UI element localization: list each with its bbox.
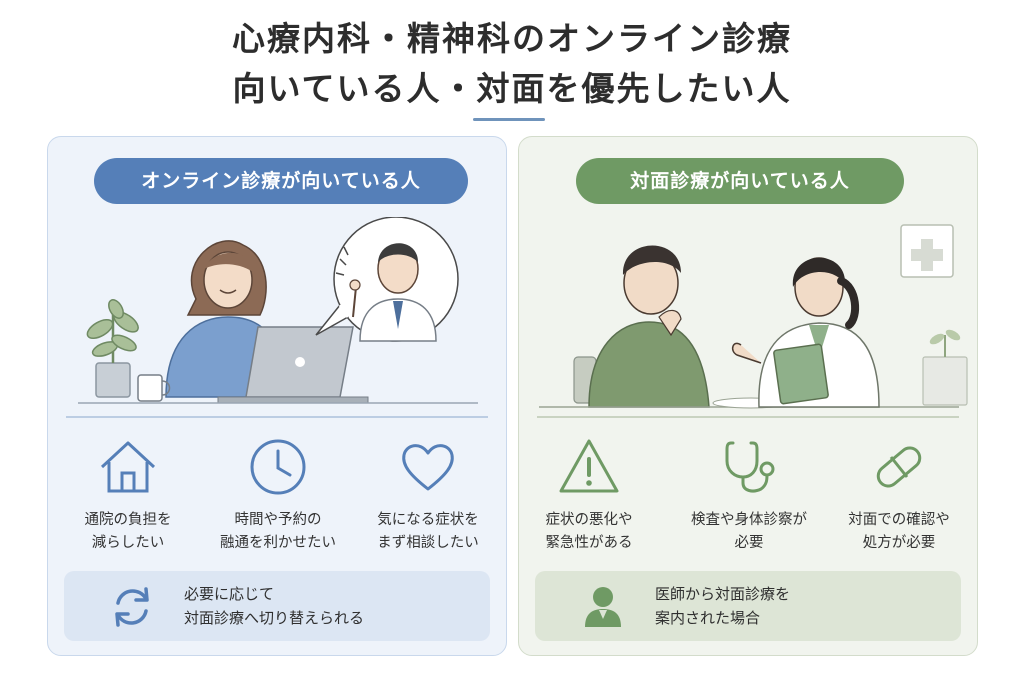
title-line-1: 心療内科・精神科のオンライン診療: [232, 19, 792, 58]
in-person-feature-3-label: 対面での確認や 処方が必要: [848, 512, 950, 551]
online-note-text: 必要に応じて 対面診療へ切り替えられる: [184, 585, 365, 627]
online-feature-3-label: 気になる症状を まず相談したい: [377, 512, 479, 551]
clock-icon: [250, 439, 306, 495]
doctor-person-icon: [585, 587, 621, 627]
plant-icon: [86, 299, 139, 398]
online-feature-schedule: 時間や予約の 融通を利かせたい: [208, 435, 348, 555]
online-panel: オンライン診療が向いている人: [47, 136, 507, 656]
heart-icon: [402, 444, 454, 491]
in-person-feature-exam: 検査や身体診察が 必要: [679, 435, 819, 555]
online-feature-2-label: 時間や予約の 融通を利かせたい: [220, 512, 336, 551]
in-person-panel: 対面診療が向いている人: [518, 136, 978, 656]
title-underline: [473, 118, 545, 121]
in-person-note: 医師から対面診療を 案内された場合: [535, 571, 961, 641]
online-note: 必要に応じて 対面診療へ切り替えられる: [64, 571, 490, 641]
in-person-feature-prescription: 対面での確認や 処方が必要: [829, 435, 969, 555]
online-feature-commute: 通院の負担を 減らしたい: [58, 435, 198, 555]
stethoscope-icon: [725, 441, 775, 493]
medical-cross-icon: [900, 224, 954, 278]
page-title: 心療内科・精神科のオンライン診療 向いている人・対面を優先したい人: [0, 14, 1024, 114]
title-line-2: 向いている人・対面を優先したい人: [232, 69, 792, 108]
mug-icon: [137, 374, 171, 402]
in-person-header: 対面診療が向いている人: [576, 158, 904, 204]
doctor-figure: [731, 257, 880, 408]
in-person-feature-urgent: 症状の悪化や 緊急性がある: [519, 435, 659, 555]
in-person-divider: [537, 416, 959, 418]
video-call-bubble: [315, 217, 459, 342]
in-person-note-text: 医師から対面診療を 案内された場合: [655, 585, 791, 627]
house-icon: [100, 441, 156, 493]
in-person-feature-2-label: 検査や身体診察が 必要: [691, 512, 807, 551]
online-consultation-illustration: [78, 217, 478, 404]
pill-icon: [876, 446, 922, 488]
online-divider: [66, 416, 488, 418]
online-header: オンライン診療が向いている人: [94, 158, 468, 204]
online-feature-consult: 気になる症状を まず相談したい: [358, 435, 498, 555]
warning-triangle-icon: [559, 439, 619, 493]
refresh-arrows-icon: [115, 587, 149, 627]
in-person-consultation-illustration: [539, 224, 968, 409]
laptop-icon: [217, 326, 369, 404]
in-person-feature-1-label: 症状の悪化や 緊急性がある: [545, 512, 633, 551]
patient-figure: [573, 245, 710, 408]
online-feature-1-label: 通院の負担を 減らしたい: [84, 512, 172, 551]
